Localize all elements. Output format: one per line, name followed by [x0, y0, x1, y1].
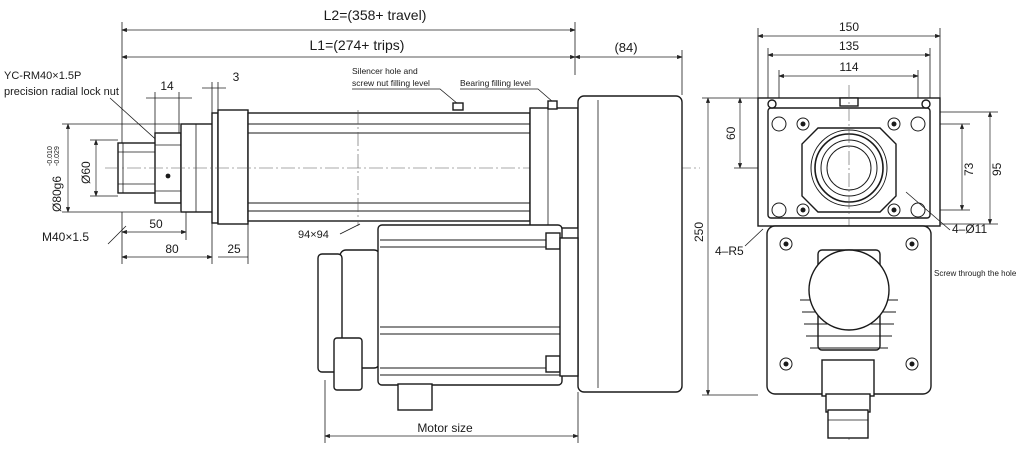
d84-label: (84)	[614, 40, 637, 55]
bearing-note: Bearing filling level	[460, 78, 531, 88]
d114-label: 114	[839, 60, 858, 74]
side-view: L2=(358+ travel) L1=(274+ trips) (84) 14…	[4, 7, 700, 443]
mount-hole-br	[910, 202, 926, 218]
motor-end-circle	[808, 249, 890, 331]
d60v-label: 60	[724, 126, 738, 140]
silencer-note-line2: screw nut filling level	[352, 78, 430, 88]
motor-plug	[397, 383, 433, 411]
motor-connector	[333, 337, 363, 391]
front-cover	[217, 109, 249, 225]
motor-connector-end	[825, 393, 871, 413]
d3-label: 3	[233, 70, 240, 84]
screw-note: Screw through the hole	[934, 269, 1017, 278]
d150-label: 150	[839, 20, 859, 34]
d73-label: 73	[962, 162, 976, 176]
motor-size-label: Motor size	[417, 421, 473, 435]
mount-hole-tl	[771, 116, 787, 132]
m40-label: M40×1.5	[42, 230, 89, 244]
gearbox-side	[577, 95, 683, 393]
r5-label: 4–R5	[715, 244, 744, 258]
l2-label: L2=(358+ travel)	[324, 7, 427, 23]
tolerance-upper: -0.010	[47, 146, 54, 166]
d25-label: 25	[227, 242, 241, 256]
nut-note-line2: precision radial lock nut	[4, 86, 119, 98]
l1-label: L1=(274+ trips)	[310, 37, 405, 53]
actuator-tube	[247, 112, 531, 222]
mount-hole-bl	[771, 202, 787, 218]
d250-label: 250	[692, 222, 706, 242]
mount-hole-tr	[910, 116, 926, 132]
motor-body	[377, 224, 563, 386]
d94-label: 94×94	[298, 229, 329, 241]
d80-label: 80	[165, 242, 179, 256]
d60-label: Ø60	[79, 161, 93, 184]
tolerance-lower: -0.029	[54, 146, 61, 166]
d95-label: 95	[990, 162, 1004, 176]
d80g6-label: Ø80g6	[50, 176, 64, 212]
motor-fin-top	[545, 232, 561, 250]
hole-label: 4–Ø11	[952, 222, 987, 236]
d135-label: 135	[839, 39, 859, 53]
rear-block	[529, 107, 579, 229]
end-view: 150 135 114 250 60 73 95	[692, 20, 1017, 440]
d14-label: 14	[160, 79, 174, 93]
silencer-note-line1: Silencer hole and	[352, 66, 418, 76]
nut-note-line1: YC-RM40×1.5P	[4, 70, 81, 82]
d50-label: 50	[149, 217, 163, 231]
